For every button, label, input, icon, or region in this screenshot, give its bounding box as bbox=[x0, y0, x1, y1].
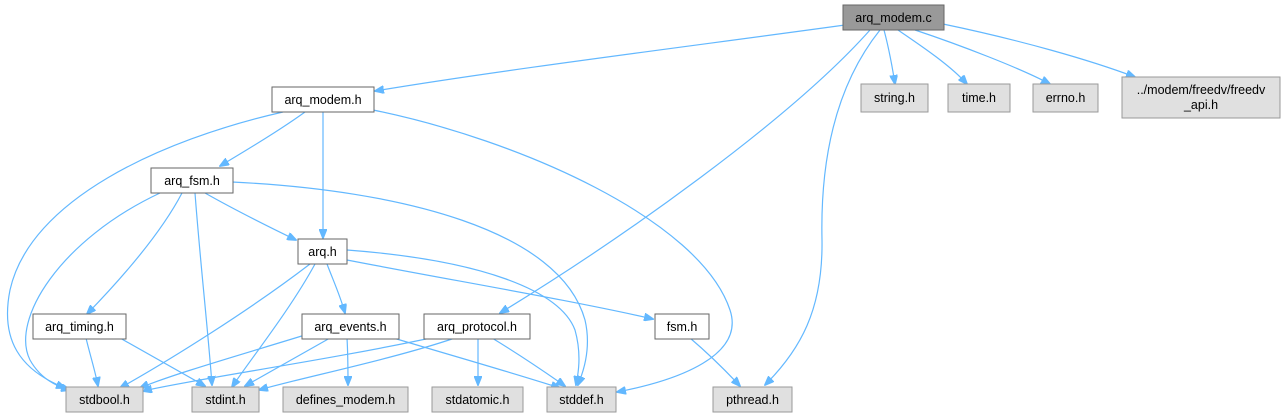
edge-arq-modem-c-to-time-h bbox=[897, 29, 967, 84]
edge-arq-modem-c-to-errno-h bbox=[914, 29, 1050, 84]
node-label-stddef-h: stddef.h bbox=[559, 393, 604, 407]
node-label-arq-fsm-h: arq_fsm.h bbox=[164, 174, 220, 188]
node-defines-modem-h[interactable]: defines_modem.h bbox=[282, 386, 409, 413]
edge-arq-modem-h-to-stdbool-h bbox=[6, 111, 284, 388]
edge-arq-h-to-fsm-h bbox=[346, 259, 653, 319]
edge-arq-modem-h-to-arq-fsm-h bbox=[220, 111, 306, 166]
edge-arq-protocol-h-to-stddef-h bbox=[491, 337, 565, 386]
node-label-pthread-h: pthread.h bbox=[726, 393, 779, 407]
node-label-stdbool-h: stdbool.h bbox=[79, 393, 130, 407]
node-arq-h[interactable]: arq.h bbox=[297, 238, 348, 265]
node-label-freedv-api-h-line1: ../modem/freedv/freedv bbox=[1137, 83, 1266, 97]
node-label-string-h: string.h bbox=[874, 91, 915, 105]
node-label-freedv-api-h-line2: _api.h bbox=[1183, 98, 1218, 112]
edge-arq-timing-h-to-stdbool-h bbox=[85, 337, 98, 386]
node-arq-timing-h[interactable]: arq_timing.h bbox=[32, 313, 127, 340]
edge-arq-modem-c-to-string-h bbox=[883, 29, 895, 84]
edges-layer bbox=[6, 23, 1135, 392]
node-arq-modem-h[interactable]: arq_modem.h bbox=[271, 86, 375, 113]
node-arq-fsm-h[interactable]: arq_fsm.h bbox=[150, 167, 234, 194]
node-string-h[interactable]: string.h bbox=[860, 83, 929, 113]
edge-arq-h-to-stdint-h bbox=[232, 263, 316, 387]
edge-arq-events-h-to-stdint-h bbox=[245, 337, 331, 386]
node-label-defines-modem-h: defines_modem.h bbox=[296, 393, 395, 407]
edge-arq-modem-h-to-stddef-h bbox=[372, 109, 733, 392]
edge-arq-fsm-h-to-stddef-h bbox=[231, 181, 589, 385]
edge-arq-modem-c-to-arq-modem-h bbox=[375, 24, 846, 91]
edge-arq-modem-c-to-pthread-h bbox=[765, 29, 881, 385]
edge-arq-timing-h-to-stdint-h bbox=[119, 337, 205, 386]
edge-arq-fsm-h-to-stdint-h bbox=[194, 192, 212, 385]
edge-arq-fsm-h-to-arq-timing-h bbox=[87, 192, 183, 314]
node-arq-modem-c[interactable]: arq_modem.c bbox=[842, 4, 945, 31]
edge-arq-h-to-stddef-h bbox=[346, 249, 579, 385]
edge-arq-fsm-h-to-arq-h bbox=[204, 192, 296, 240]
edge-arq-protocol-h-to-stdbool-h bbox=[143, 335, 441, 391]
node-label-arq-modem-h: arq_modem.h bbox=[284, 93, 361, 107]
edge-arq-h-to-stdbool-h bbox=[120, 263, 311, 388]
node-label-stdint-h: stdint.h bbox=[205, 393, 245, 407]
node-label-arq-h: arq.h bbox=[308, 245, 337, 259]
node-label-arq-events-h: arq_events.h bbox=[314, 320, 386, 334]
edge-arq-modem-c-to-arq-protocol-h bbox=[500, 29, 871, 313]
edge-arq-events-h-to-stddef-h bbox=[389, 336, 560, 388]
node-fsm-h[interactable]: fsm.h bbox=[654, 313, 710, 340]
node-label-errno-h: errno.h bbox=[1046, 91, 1086, 105]
node-errno-h[interactable]: errno.h bbox=[1032, 83, 1099, 113]
node-stddef-h[interactable]: stddef.h bbox=[546, 386, 617, 413]
node-label-stdatomic-h: stdatomic.h bbox=[446, 393, 510, 407]
node-time-h[interactable]: time.h bbox=[947, 83, 1011, 113]
edge-arq-h-to-arq-events-h bbox=[326, 263, 345, 313]
edge-arq-fsm-h-to-stdbool-h bbox=[25, 192, 161, 390]
node-label-fsm-h: fsm.h bbox=[667, 320, 698, 334]
edge-arq-protocol-h-to-stdint-h bbox=[259, 337, 456, 390]
node-label-arq-timing-h: arq_timing.h bbox=[45, 320, 114, 334]
node-label-arq-modem-c: arq_modem.c bbox=[855, 11, 931, 25]
node-arq-events-h[interactable]: arq_events.h bbox=[301, 313, 400, 340]
node-freedv-api-h[interactable]: ../modem/freedv/freedv _api.h bbox=[1121, 76, 1281, 119]
node-label-time-h: time.h bbox=[962, 91, 996, 105]
node-label-arq-protocol-h: arq_protocol.h bbox=[437, 320, 517, 334]
edge-arq-events-h-to-defines-modem-h bbox=[347, 337, 348, 385]
node-arq-protocol-h[interactable]: arq_protocol.h bbox=[423, 313, 531, 340]
edge-arq-events-h-to-stdbool-h bbox=[140, 334, 306, 388]
nodes-layer: arq_modem.c arq_modem.h string.h time.h … bbox=[32, 4, 1281, 413]
node-stdbool-h[interactable]: stdbool.h bbox=[65, 386, 144, 413]
node-stdatomic-h[interactable]: stdatomic.h bbox=[431, 386, 524, 413]
node-pthread-h[interactable]: pthread.h bbox=[712, 386, 793, 413]
edge-arq-modem-c-to-freedv-api-h bbox=[942, 23, 1135, 77]
edge-fsm-h-to-pthread-h bbox=[689, 337, 740, 386]
node-stdint-h[interactable]: stdint.h bbox=[191, 386, 260, 413]
